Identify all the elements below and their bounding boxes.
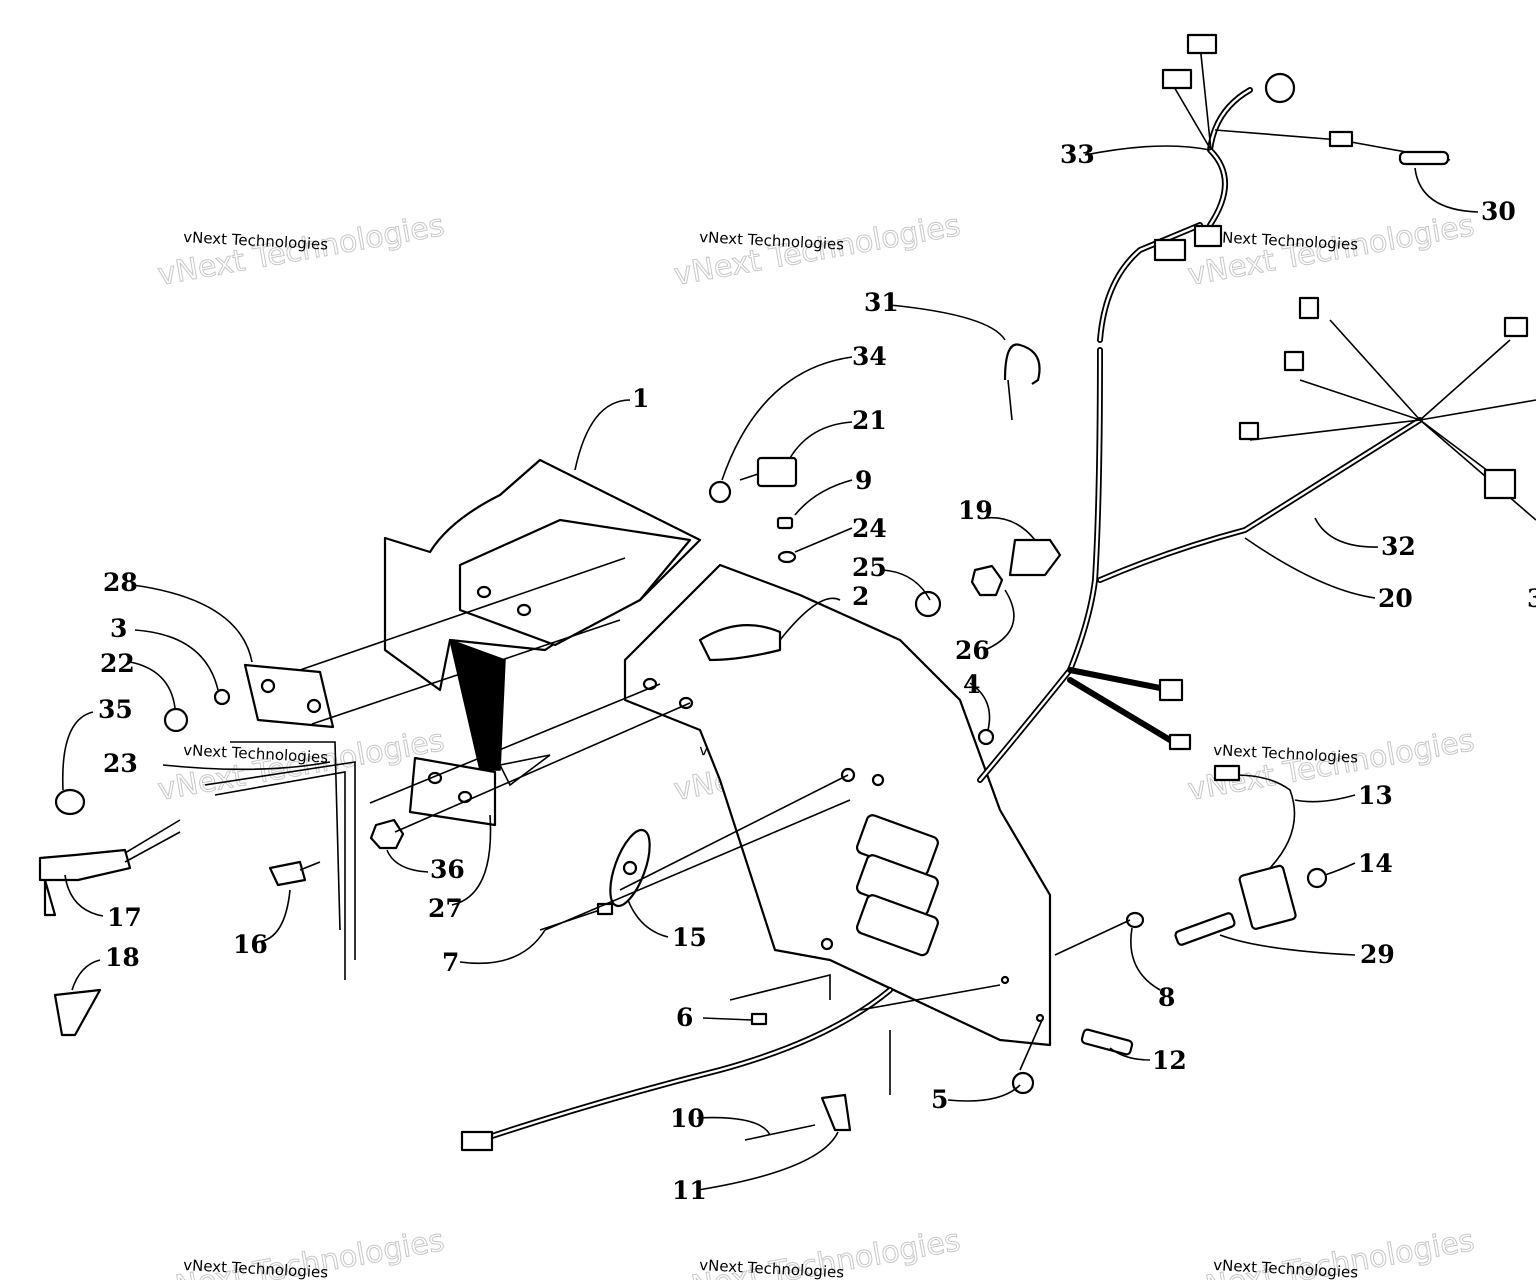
callout-1: 1 (632, 384, 649, 413)
key (268, 860, 307, 887)
washer (1125, 911, 1145, 929)
screw (776, 516, 794, 530)
mounting-plate (243, 663, 335, 729)
washer (213, 688, 231, 706)
callout-21: 21 (852, 406, 887, 435)
watermark-small: vNext Technologies (183, 741, 329, 767)
callout-26: 26 (955, 636, 990, 665)
callout-7: 7 (442, 948, 459, 977)
callout-36: 36 (430, 855, 465, 884)
leader-lines (61, 145, 1479, 1191)
callout-28: 28 (103, 568, 138, 597)
callout-30: 30 (1481, 197, 1516, 226)
dash-console (383, 458, 1052, 1047)
callout-14: 14 (1358, 849, 1393, 878)
callouts: 1 2 3 4 5 6 7 8 9 10 11 12 13 14 15 16 1… (98, 140, 1536, 1205)
hex-nut (970, 564, 1004, 597)
wiring-harness (977, 33, 1536, 783)
toggle-switch (756, 456, 798, 488)
callout-22: 22 (100, 649, 135, 678)
callout-20: 20 (1378, 584, 1413, 613)
clip (1003, 343, 1041, 385)
callout-4: 4 (963, 670, 980, 699)
callout-3-cut: 3 (1527, 584, 1536, 613)
callout-18: 18 (105, 943, 140, 972)
washer (777, 550, 797, 564)
small-parts (38, 343, 1328, 1152)
callout-11: 11 (672, 1176, 707, 1205)
nut (1011, 1071, 1035, 1095)
callout-16: 16 (233, 930, 268, 959)
watermark-small: vNext Technologies (699, 1256, 845, 1280)
bolt (1174, 912, 1236, 946)
callout-9: 9 (855, 466, 872, 495)
callout-17: 17 (107, 903, 142, 932)
hex-nut (369, 818, 405, 850)
key (53, 988, 102, 1037)
grommet (977, 728, 995, 746)
callout-12: 12 (1152, 1046, 1187, 1075)
callout-10: 10 (670, 1104, 705, 1133)
bracket (820, 1093, 852, 1132)
callout-3: 3 (110, 614, 127, 643)
bezel (54, 788, 86, 816)
callout-6: 6 (676, 1003, 693, 1032)
lock-washer (708, 480, 732, 504)
callout-19: 19 (958, 496, 993, 525)
ignition-switch (1008, 538, 1062, 577)
callout-27: 27 (428, 894, 463, 923)
callout-35: 35 (98, 695, 133, 724)
push-pin (596, 902, 614, 916)
watermark-small: vNext Technologies (1213, 1256, 1359, 1280)
callout-34: 34 (852, 342, 887, 371)
callout-31: 31 (864, 288, 899, 317)
callout-33: 33 (1060, 140, 1095, 169)
watermark-small: vNext Technologies (1213, 741, 1359, 767)
callout-29: 29 (1360, 940, 1395, 969)
callout-13: 13 (1358, 781, 1393, 810)
lock-washer (914, 590, 942, 618)
key-switch (38, 848, 132, 882)
callout-15: 15 (672, 923, 707, 952)
connector (460, 1130, 494, 1152)
callout-25: 25 (852, 553, 887, 582)
callout-24: 24 (852, 514, 887, 543)
bolt (1080, 1028, 1134, 1056)
callout-23: 23 (103, 749, 138, 778)
watermark-small: vNext Technologies (183, 1256, 329, 1280)
callout-32: 32 (1381, 532, 1416, 561)
regulator (1238, 864, 1297, 930)
screw (750, 1012, 768, 1026)
nut (1306, 867, 1328, 889)
callout-5: 5 (931, 1085, 948, 1114)
callout-8: 8 (1158, 983, 1175, 1012)
nut (163, 707, 189, 733)
callout-2: 2 (852, 582, 869, 611)
